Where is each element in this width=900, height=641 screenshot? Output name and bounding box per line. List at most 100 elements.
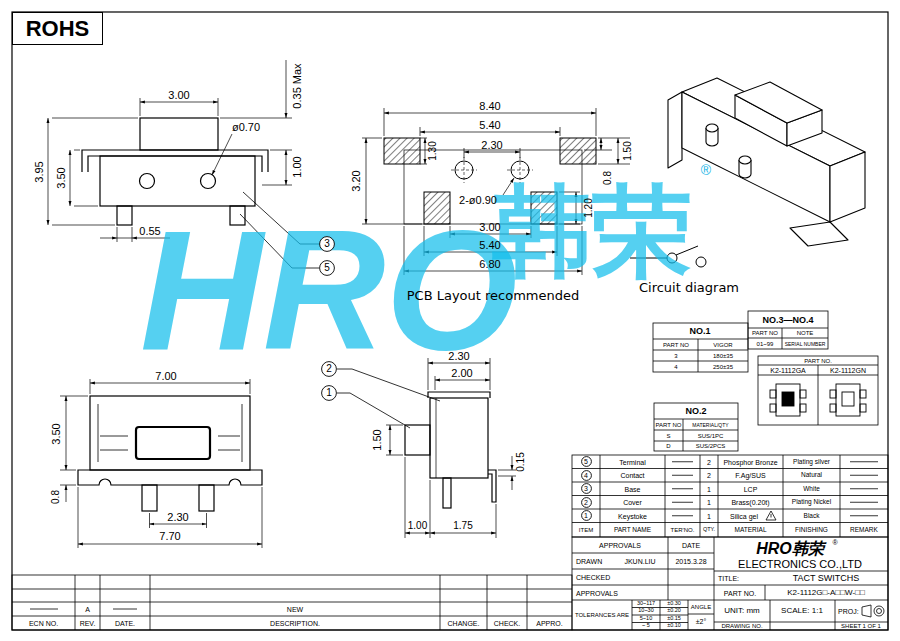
variant-icon xyxy=(800,390,806,398)
variant-icon xyxy=(830,404,836,412)
revision-block-grid xyxy=(12,575,572,630)
tolerance-value: ±0.30 xyxy=(667,601,681,607)
variant-icon xyxy=(836,384,860,416)
dimension-value: 1.30 xyxy=(428,141,438,160)
circle-outline xyxy=(581,457,591,467)
dimension-line xyxy=(100,238,117,239)
dimension-line xyxy=(386,425,403,455)
dimension-line xyxy=(425,138,426,164)
table-header: QTY. xyxy=(703,527,715,533)
finishing: Plating silver xyxy=(793,459,830,466)
title-block-text: DRAWN xyxy=(576,558,602,565)
table-title: NO.2 xyxy=(685,407,706,416)
title-block-grid xyxy=(572,537,888,630)
table-grid xyxy=(672,462,878,516)
dimension-line xyxy=(420,132,560,133)
side-view xyxy=(443,478,451,508)
isometric-view xyxy=(739,156,751,164)
caption-text: PCB Layout recommended xyxy=(407,289,580,302)
callout-number: 2 xyxy=(584,499,588,506)
circle-outline xyxy=(320,261,335,276)
dimension-line xyxy=(498,470,516,476)
dimension-value: 8.40 xyxy=(479,101,500,112)
finishing: Black xyxy=(804,513,820,520)
dimension-value: 2-ø0.90 xyxy=(459,195,497,206)
dimension-value: 1.00 xyxy=(292,156,303,177)
variant-icon xyxy=(860,390,866,398)
title-block-text: APPROVALS xyxy=(576,589,618,596)
bottom-view xyxy=(90,396,250,470)
table-title: NO.3—NO.4 xyxy=(762,315,813,324)
table-header: ITEM xyxy=(579,527,593,533)
quantity: 1 xyxy=(707,512,711,519)
dimension-line xyxy=(90,383,250,384)
bottom-view xyxy=(199,485,214,511)
dimension-line xyxy=(464,152,520,153)
dimension-line xyxy=(286,60,287,118)
material: LCP xyxy=(744,485,758,492)
pcb-layout xyxy=(384,138,420,164)
bottom-view xyxy=(78,396,262,511)
dimension-value: 3.20 xyxy=(351,170,362,191)
table-title: NO.1 xyxy=(689,327,710,336)
dimension-value: 1.50 xyxy=(372,429,383,450)
title-block-text: ANGLE xyxy=(691,604,711,610)
table-cell: VIGOR xyxy=(713,342,732,348)
title-block-text: SCALE: 1:1 xyxy=(781,607,823,615)
tolerance-range: 30~117 xyxy=(637,601,655,607)
circle-outline xyxy=(581,470,591,480)
quantity: 2 xyxy=(707,458,711,465)
table-grid xyxy=(748,311,828,349)
side-view xyxy=(405,425,430,455)
finishing: Natural xyxy=(801,472,822,479)
table-grid xyxy=(572,455,888,537)
dimension-line xyxy=(150,524,207,525)
projection-symbol xyxy=(877,609,882,614)
table-cell: K2-1112GN xyxy=(830,367,866,374)
table-cell: 3 xyxy=(674,353,677,359)
bottom-view xyxy=(136,427,210,459)
table-cell: 01~99 xyxy=(757,341,774,347)
badge-text: ROHS xyxy=(26,18,90,40)
revision-header: DATE. xyxy=(115,620,135,627)
front-view xyxy=(140,174,155,189)
dimension-value: 1.50 xyxy=(623,141,633,160)
warning-triangle xyxy=(766,511,776,520)
tolerance-range: 5~10 xyxy=(640,616,652,622)
dimension-value: 2.30 xyxy=(481,140,502,151)
side-view xyxy=(428,392,490,398)
table-grid xyxy=(572,455,888,537)
callout-number: 5 xyxy=(584,458,588,465)
variant-icon xyxy=(776,384,800,416)
table-grid xyxy=(653,311,878,451)
title-block-text: UNIT: mm xyxy=(724,607,760,615)
callout-number: 3 xyxy=(584,485,588,492)
dimension-line xyxy=(601,138,602,150)
material: F.Ag/SUS xyxy=(735,472,765,479)
circle-outline xyxy=(322,386,337,401)
dimension-line xyxy=(618,138,619,164)
title-block-text: SHEET 1 OF 1 xyxy=(841,623,881,629)
dimension-value: 0.55 xyxy=(139,226,160,237)
pcb-layout xyxy=(451,157,533,183)
tolerance-value: ±2° xyxy=(696,618,707,625)
revision-header: APPRO. xyxy=(536,620,562,627)
part-number: K2-1112G□-A□□W-□□ xyxy=(787,589,865,597)
table-cell: K2-1112GA xyxy=(770,367,806,374)
title-block-text: DRAWING NO. xyxy=(721,623,762,629)
table-cell: 180±35 xyxy=(713,353,733,359)
dimension-line xyxy=(405,533,430,534)
part-name: Base xyxy=(625,485,641,492)
front-view xyxy=(201,174,216,189)
dimension-value: 3.00 xyxy=(479,222,500,233)
isometric-view xyxy=(735,82,822,123)
dimension-line xyxy=(140,102,218,103)
projection-symbol xyxy=(862,605,884,617)
registered-mark: ® xyxy=(701,163,711,177)
company-logo: HRO韩荣 xyxy=(756,541,824,557)
dimension-value: 2.30 xyxy=(167,512,188,523)
title-block-text: 2015.3.28 xyxy=(675,558,706,565)
bottom-view xyxy=(142,485,157,511)
